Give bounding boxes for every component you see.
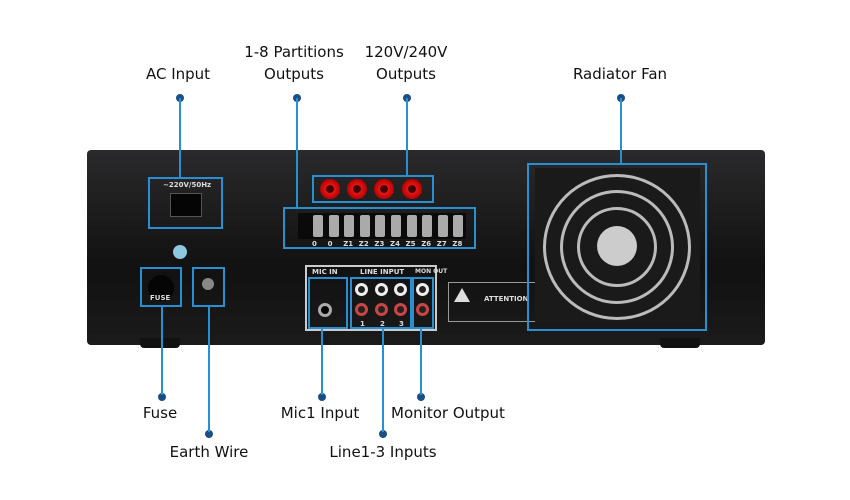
zone-label: 0 bbox=[327, 240, 333, 248]
output-post bbox=[374, 179, 394, 199]
label-radiator-fan: Radiator Fan bbox=[572, 65, 668, 83]
partition-outputs-box bbox=[283, 207, 476, 249]
line-num: 3 bbox=[399, 320, 404, 328]
earth-terminal bbox=[202, 278, 214, 290]
fuse-text: FUSE bbox=[150, 294, 171, 302]
callout-line bbox=[208, 307, 210, 432]
fuse-holder bbox=[148, 275, 174, 301]
callout-dot bbox=[318, 393, 326, 401]
label-monitor-output: Monitor Output bbox=[391, 404, 505, 422]
output-post bbox=[320, 179, 340, 199]
terminal-screw bbox=[359, 215, 370, 237]
mic-box bbox=[308, 277, 348, 329]
callout-line bbox=[620, 98, 622, 164]
callout-line bbox=[321, 329, 323, 395]
rca-jack bbox=[416, 303, 429, 316]
attention-text: ATTENTION bbox=[484, 295, 529, 303]
label-mic-input: Mic1 Input bbox=[280, 404, 360, 422]
mon-out-text: MON OUT bbox=[415, 268, 448, 275]
rca-jack bbox=[375, 283, 388, 296]
callout-line bbox=[179, 98, 181, 178]
voltage-outputs-box bbox=[312, 175, 434, 203]
callout-dot bbox=[417, 393, 425, 401]
label-voltage: 120V/240V bbox=[364, 43, 448, 61]
warning-triangle-icon bbox=[454, 288, 470, 302]
line-input-text: LINE INPUT bbox=[360, 268, 405, 276]
radiator-fan bbox=[535, 168, 700, 326]
zone-label: Z3 bbox=[374, 240, 385, 248]
zone-label: Z4 bbox=[390, 240, 400, 248]
ac-rating: ~220V/50Hz bbox=[163, 181, 212, 189]
zone-label: 0 bbox=[312, 240, 317, 248]
terminal-screw bbox=[437, 215, 448, 237]
line-box bbox=[350, 277, 412, 329]
callout-line bbox=[161, 307, 163, 395]
terminal-screw bbox=[391, 215, 401, 237]
terminal-screw bbox=[453, 215, 464, 237]
terminal-screw bbox=[328, 215, 339, 237]
callout-dot bbox=[205, 430, 213, 438]
rca-jack bbox=[355, 283, 368, 296]
terminal-screw bbox=[375, 215, 386, 237]
terminal-screw bbox=[344, 215, 355, 237]
label-partitions-2: Outputs bbox=[264, 65, 324, 83]
callout-dot bbox=[158, 393, 166, 401]
rca-jack bbox=[394, 303, 407, 316]
callout-line bbox=[420, 329, 422, 395]
earth-box bbox=[192, 267, 225, 307]
rca-jack bbox=[375, 303, 388, 316]
fuse-box bbox=[140, 267, 182, 307]
ac-socket bbox=[170, 193, 202, 217]
mic-in-text: MIC IN bbox=[312, 268, 338, 276]
output-post bbox=[347, 179, 367, 199]
terminal-screw bbox=[422, 215, 433, 237]
monitor-box bbox=[412, 277, 434, 329]
label-ac-input: AC Input bbox=[145, 65, 211, 83]
callout-line bbox=[382, 329, 384, 432]
output-post bbox=[402, 179, 422, 199]
line-num: 2 bbox=[380, 320, 385, 328]
zone-label: Z8 bbox=[452, 240, 463, 248]
warning-label: ATTENTION bbox=[448, 282, 538, 322]
label-line-inputs: Line1-3 Inputs bbox=[329, 443, 437, 461]
rca-jack bbox=[394, 283, 407, 296]
callout-dot bbox=[379, 430, 387, 438]
line-num: 1 bbox=[360, 320, 365, 328]
ground-symbol-icon bbox=[173, 245, 187, 259]
label-partitions: 1-8 Partitions bbox=[244, 43, 344, 61]
zone-label: Z2 bbox=[358, 240, 369, 248]
label-voltage-2: Outputs bbox=[376, 65, 436, 83]
mic-jack bbox=[318, 303, 332, 317]
foot bbox=[140, 338, 180, 348]
fan-box bbox=[527, 163, 707, 331]
ac-input-box bbox=[148, 177, 223, 229]
label-earth-wire: Earth Wire bbox=[169, 443, 249, 461]
input-panel bbox=[305, 265, 437, 331]
rca-jack bbox=[416, 283, 429, 296]
zone-label: Z5 bbox=[405, 240, 416, 248]
terminal-screw bbox=[313, 215, 323, 237]
fan-hub bbox=[597, 226, 637, 266]
label-fuse: Fuse bbox=[142, 404, 178, 422]
rca-jack bbox=[355, 303, 368, 316]
callout-line bbox=[406, 98, 408, 176]
zone-label: Z7 bbox=[436, 240, 447, 248]
foot bbox=[660, 338, 700, 348]
zone-label: Z1 bbox=[343, 240, 354, 248]
terminal-screw bbox=[406, 215, 417, 237]
zone-label: Z6 bbox=[421, 240, 432, 248]
callout-line bbox=[296, 98, 298, 208]
